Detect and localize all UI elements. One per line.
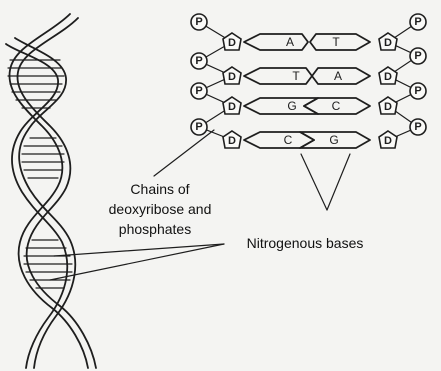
deoxyribose-label: D <box>384 37 392 49</box>
bases-leader-line-right <box>327 154 350 210</box>
phosphate-label: P <box>414 85 421 97</box>
base-right-4: G <box>329 133 338 147</box>
deoxyribose-label: D <box>384 71 392 83</box>
chains-label-line-1: Chains of <box>130 181 189 197</box>
double-helix <box>6 14 96 368</box>
base-left-4: C <box>284 133 293 147</box>
chains-label-line-3: phosphates <box>119 221 191 237</box>
phosphate-label: P <box>195 55 202 67</box>
base-left-1: A <box>286 35 294 49</box>
base-left-3: G <box>287 99 296 113</box>
base-left-2: T <box>292 69 300 83</box>
base-right-2: A <box>334 69 342 83</box>
labels: Chains of deoxyribose and phosphates Nit… <box>109 181 364 251</box>
base-right-3: C <box>332 99 341 113</box>
deoxyribose-label: D <box>228 135 236 147</box>
deoxyribose-label: D <box>228 71 236 83</box>
deoxyribose-label: D <box>228 37 236 49</box>
dna-ladder: A T T A G C C G P P P P D D D <box>191 14 426 148</box>
nitrogenous-bases-label: Nitrogenous bases <box>247 235 364 251</box>
deoxyribose-label: D <box>228 101 236 113</box>
phosphate-label: P <box>195 85 202 97</box>
helix-strand-2 <box>9 14 96 368</box>
bases-helix-leader-upper <box>54 244 224 256</box>
phosphates-right: P P P P <box>410 14 426 135</box>
deoxyribose-right: D D D D <box>379 33 397 148</box>
phosphate-label: P <box>195 121 202 133</box>
deoxyribose-label: D <box>384 101 392 113</box>
phosphate-label: P <box>195 16 202 28</box>
base-pair-rungs <box>244 34 370 148</box>
deoxyribose-left: D D D D <box>223 33 241 148</box>
chains-leader-line <box>154 130 214 176</box>
phosphates-left: P P P P <box>191 14 207 135</box>
phosphate-label: P <box>414 121 421 133</box>
bases-leader-line-left <box>301 154 327 210</box>
phosphate-label: P <box>414 50 421 62</box>
helix-strand-1 <box>6 38 75 368</box>
base-right-1: T <box>332 35 340 49</box>
deoxyribose-label: D <box>384 135 392 147</box>
base-letters: A T T A G C C G <box>284 35 342 147</box>
chains-label-line-2: deoxyribose and <box>109 201 212 217</box>
phosphate-label: P <box>414 16 421 28</box>
